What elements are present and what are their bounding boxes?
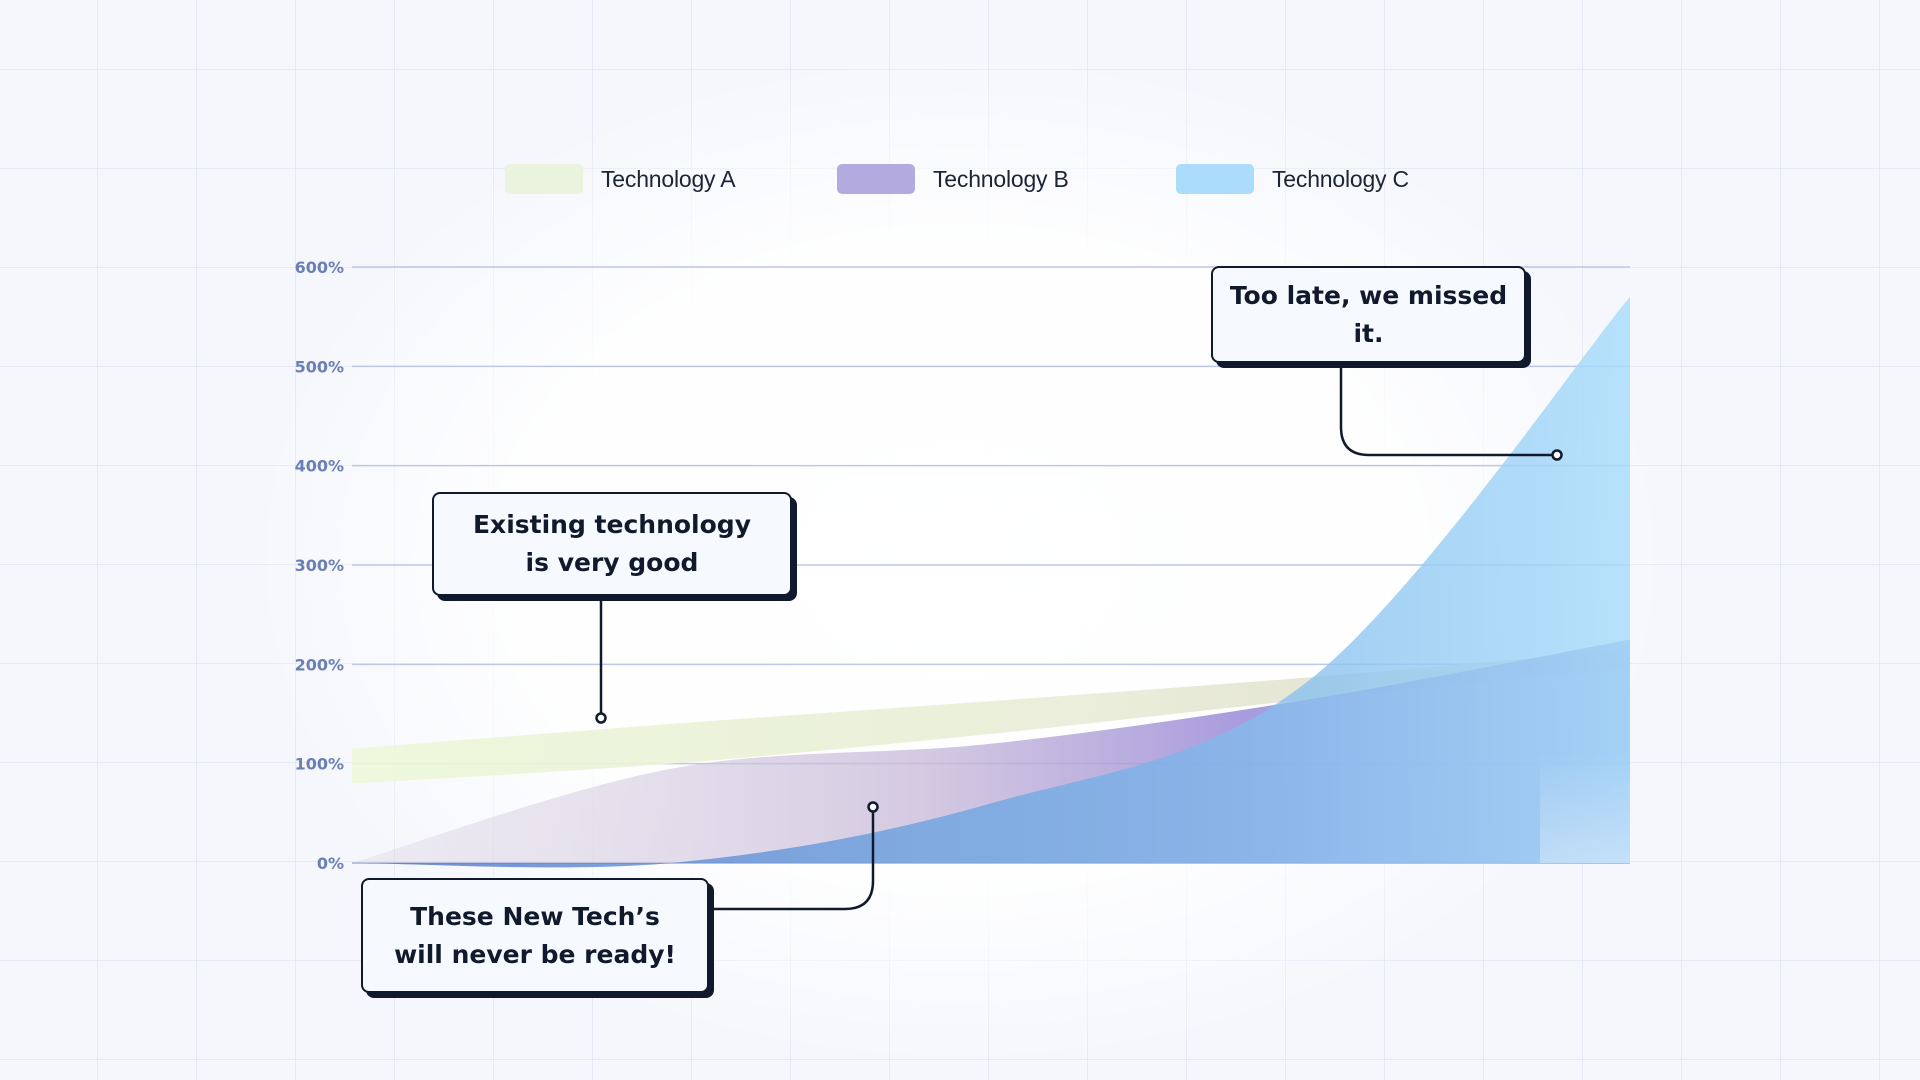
legend-label-technology-a: Technology A — [601, 165, 736, 192]
legend-swatch-technology-b — [837, 164, 915, 194]
y-tick-label: 400% — [295, 457, 344, 476]
connector-new-tech — [712, 807, 875, 911]
connector-too-late-dot — [1551, 449, 1563, 461]
connector-new-tech-dot — [867, 801, 879, 813]
callout-too-late: Too late, we missed it. — [1211, 266, 1526, 363]
connector-existing-dot — [595, 712, 607, 724]
callout-existing-line2: is very good — [525, 548, 699, 577]
edge-fade — [1540, 753, 1630, 863]
callout-existing-line1: Existing technology — [472, 510, 751, 539]
callout-new-tech-line1: These New Tech’s — [410, 901, 660, 931]
y-tick-label: 0% — [317, 854, 344, 873]
area-series — [352, 296, 1630, 868]
legend-item-technology-b: Technology B — [837, 164, 1069, 194]
legend-swatch-technology-a — [505, 164, 583, 194]
legend-item-technology-c: Technology C — [1176, 164, 1409, 194]
y-tick-label: 300% — [295, 556, 344, 575]
y-tick-label: 100% — [295, 755, 344, 774]
y-tick-label: 600% — [295, 258, 344, 277]
chart-legend: Technology A Technology B Technology C — [0, 164, 1920, 194]
y-tick-label: 500% — [295, 357, 344, 376]
connector-too-late — [1339, 364, 1557, 457]
legend-label-technology-b: Technology B — [933, 165, 1069, 192]
callout-existing-technology: Existing technology is very good — [432, 492, 792, 596]
y-tick-label: 200% — [295, 655, 344, 674]
area-technology-c — [352, 296, 1630, 868]
legend-label-technology-c: Technology C — [1272, 165, 1409, 192]
callout-too-late-line1: Too late, we missed it. — [1229, 280, 1508, 348]
legend-swatch-technology-c — [1176, 164, 1254, 194]
callout-new-tech: These New Tech’s will never be ready! — [361, 878, 709, 993]
callout-new-tech-line2: will never be ready! — [394, 939, 676, 969]
y-axis-ticks: 0% 100% 200% 300% 400% 500% 600% — [295, 258, 344, 873]
legend-item-technology-a: Technology A — [505, 164, 736, 194]
callout-connectors — [595, 364, 1563, 911]
